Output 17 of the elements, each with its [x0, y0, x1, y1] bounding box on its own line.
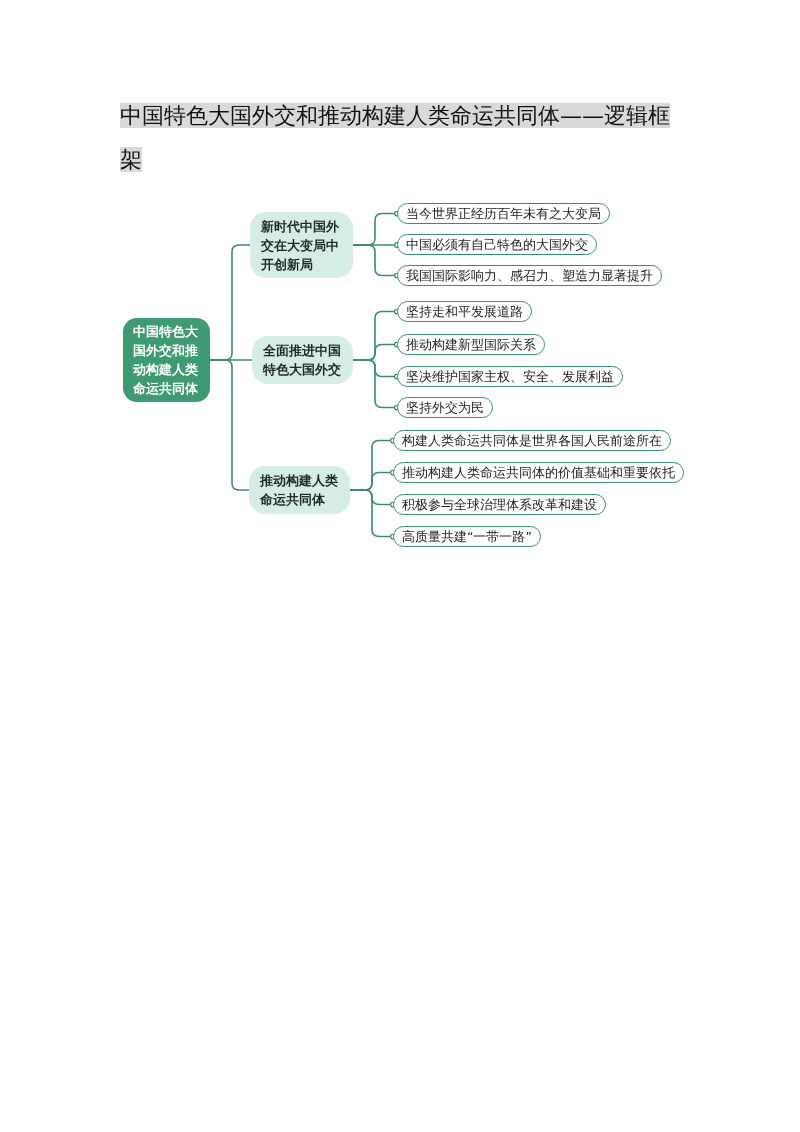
point-pill: 推动构建新型国际关系 [397, 334, 545, 355]
subtopic-box: 新时代中国外交在大变局中开创新局 [250, 212, 353, 278]
connector-line [209, 359, 250, 491]
point-pill: 当今世界正经历百年未有之大变局 [397, 203, 610, 224]
point-pill: 坚持走和平发展道路 [397, 301, 532, 322]
point-pill: 高质量共建“一带一路” [393, 526, 541, 547]
subtopic-box: 推动构建人类命运共同体 [249, 466, 350, 514]
point-pill: 推动构建人类命运共同体的价值基础和重要依托 [393, 462, 684, 483]
point-pill: 坚决维护国家主权、安全、发展利益 [397, 366, 623, 387]
point-pill: 中国必须有自己特色的大国外交 [397, 234, 597, 255]
point-pill: 构建人类命运共同体是世界各国人民前途所在 [393, 430, 671, 451]
point-pill: 我国国际影响力、感召力、塑造力显著提升 [397, 265, 662, 286]
diagram-title: 中国特色大国外交和推动构建人类命运共同体——逻辑框架 [120, 102, 671, 174]
point-pill: 积极参与全球治理体系改革和建设 [393, 494, 606, 515]
central-topic-box: 中国特色大国外交和推动构建人类命运共同体 [123, 318, 210, 402]
point-pill: 坚持外交为民 [397, 397, 493, 418]
subtopic-box: 全面推进中国特色大国外交 [252, 336, 353, 384]
